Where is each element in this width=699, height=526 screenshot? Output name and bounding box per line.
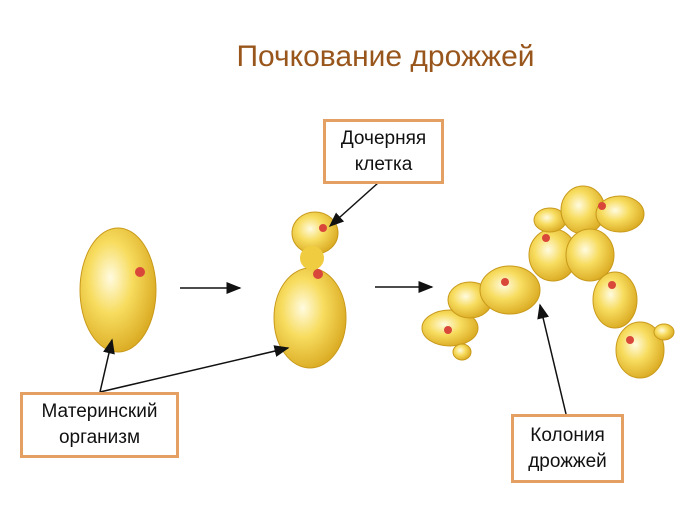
pointer-mother-1 — [99, 338, 115, 393]
label-line: Колония — [530, 424, 605, 446]
colony — [421, 185, 675, 379]
pointer-mother-2 — [99, 345, 290, 393]
label-line: Материнский — [41, 401, 158, 422]
mother-cell — [79, 227, 157, 353]
page-title: Почкование дрожжей — [236, 40, 535, 73]
label-line: клетка — [354, 153, 413, 175]
pointer-colony — [537, 303, 567, 415]
label-line: Дочерняя — [340, 127, 427, 149]
label-line: организм — [58, 427, 141, 448]
pointer-daughter — [328, 182, 379, 228]
budding-cell — [273, 211, 347, 369]
label-mother-organism: Материнский организм — [20, 392, 179, 458]
label-daughter-cell: Дочерняя клетка — [323, 119, 444, 184]
label-yeast-colony: Колония дрожжей — [511, 414, 624, 483]
label-line: дрожжей — [528, 450, 607, 472]
